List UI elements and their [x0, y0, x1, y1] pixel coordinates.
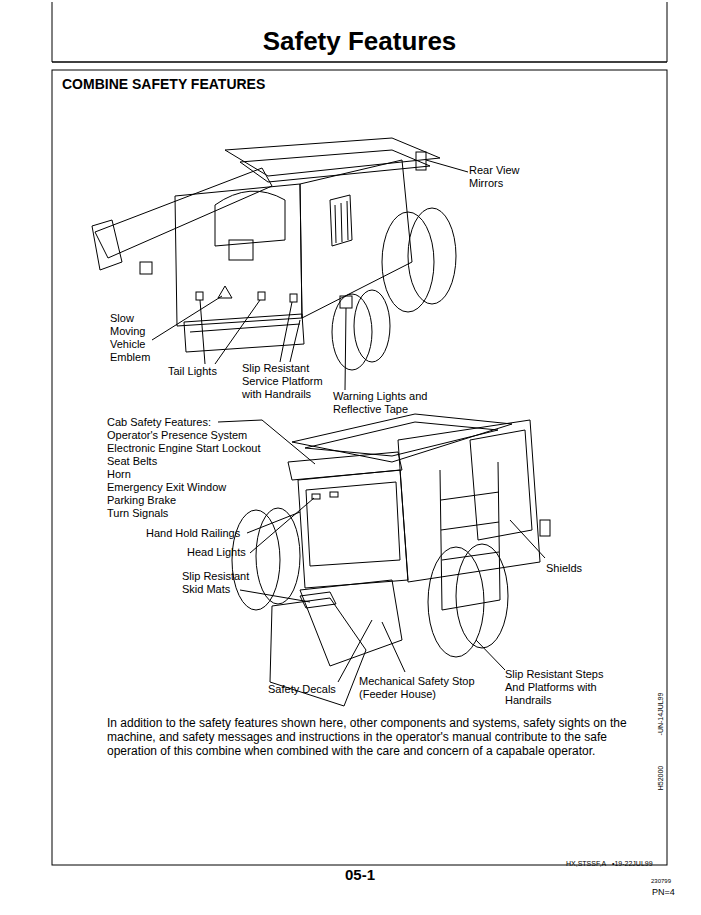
figure-id: -UN-14JUL99: [657, 693, 665, 736]
leader-line: [345, 308, 346, 390]
leader-line: [152, 296, 222, 340]
auger-spout: [92, 220, 122, 270]
drive-wheel: [332, 294, 372, 370]
body-paragraph: In addition to the safety features shown…: [107, 716, 655, 758]
drive-wheel: [354, 290, 390, 362]
leader-line: [426, 160, 468, 172]
ladder-step: [441, 492, 499, 500]
smv-emblem: [218, 286, 232, 298]
page-number: 05-1: [345, 866, 375, 884]
page-title: Safety Features: [52, 26, 667, 56]
frame-line: [52, 2, 53, 62]
callout-label: Safety Decals: [268, 683, 336, 696]
side-body: [398, 420, 540, 582]
unloading-auger: [95, 168, 272, 258]
callout-label: Head Lights: [187, 546, 246, 559]
leader-line: [200, 300, 205, 364]
cab: [298, 470, 408, 588]
leader-line: [382, 622, 405, 672]
footer-code: 230799: [651, 878, 671, 885]
footer-code: PN=4: [652, 887, 675, 898]
leader-line: [240, 590, 310, 602]
callout-label: Warning Lights and Reflective Tape: [333, 390, 443, 416]
callout-label: Rear View Mirrors: [469, 164, 539, 190]
grille-slat: [335, 205, 336, 243]
drive-wheel: [408, 208, 456, 304]
head-light: [330, 492, 338, 497]
leader-line: [215, 300, 260, 364]
leader-line: [280, 302, 292, 362]
list-item: Emergency Exit Window: [107, 481, 226, 494]
grain-tank-rim: [240, 150, 430, 182]
rear-body: [175, 184, 302, 326]
leader-line: [250, 498, 314, 553]
list-item: Horn: [107, 468, 131, 481]
callout-label: Slip Resistant Steps And Platforms with …: [505, 668, 613, 707]
callout-label: Slip Resistant Skid Mats: [182, 570, 267, 596]
frame-line: [667, 2, 668, 62]
ladder-step: [441, 522, 499, 530]
grille-slat: [341, 203, 342, 242]
leader-line: [476, 640, 505, 670]
cab-window: [306, 482, 400, 566]
skid-mat: [300, 592, 336, 608]
engine-hood: [215, 191, 285, 246]
warning-light: [140, 262, 152, 274]
callout-label: Shields: [546, 562, 582, 575]
tail-light: [258, 292, 265, 300]
feeder-house: [300, 580, 402, 666]
handrail: [440, 462, 500, 610]
footer-code: •19-22JUL99: [612, 860, 653, 868]
list-item: Seat Belts: [107, 455, 157, 468]
list-item: Electronic Engine Start Lockout: [107, 442, 260, 455]
warning-light: [340, 296, 352, 308]
tail-light: [290, 294, 297, 302]
logo-plate: [229, 240, 253, 260]
callout-label: Slow Moving Vehicle Emblem: [110, 312, 158, 364]
callout-label: Mechanical Safety Stop (Feeder House): [359, 675, 485, 701]
figure-id: H52000: [657, 766, 665, 791]
list-item: Turn Signals: [107, 507, 168, 520]
drive-wheel: [256, 508, 300, 604]
leader-line: [290, 320, 300, 362]
shield: [470, 430, 532, 540]
callout-label: Cab Safety Features:: [107, 416, 211, 429]
list-item: Parking Brake: [107, 494, 176, 507]
leader-line: [247, 512, 300, 533]
title-rule: [52, 61, 667, 63]
callout-label: Slip Resistant Service Platform with Han…: [242, 362, 334, 401]
side-grille: [330, 195, 352, 246]
callout-label: Tail Lights: [168, 365, 217, 378]
leader-line: [510, 520, 545, 558]
tail-light: [196, 292, 203, 300]
ladder-step: [442, 552, 499, 560]
rear-view-mirror: [416, 152, 426, 170]
handrail: [190, 324, 300, 332]
callout-label: Hand Hold Railings: [146, 527, 240, 540]
rear-view-mirror: [540, 520, 550, 536]
content-frame: [52, 70, 667, 865]
section-heading: COMBINE SAFETY FEATURES: [62, 76, 265, 93]
leader-line: [338, 620, 372, 682]
footer-code: HX,STSSF,A: [566, 860, 606, 868]
list-item: Operator's Presence System: [107, 429, 247, 442]
grille-slat: [347, 201, 348, 240]
